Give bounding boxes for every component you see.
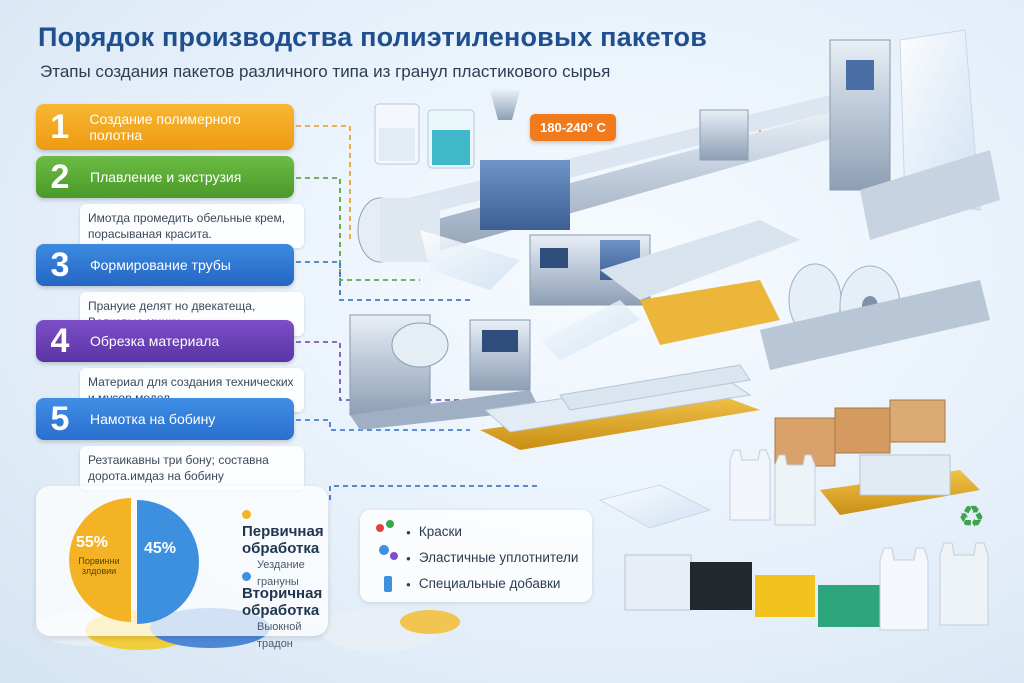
additives-icon [376, 520, 398, 592]
step-2: 2 Плавление и экструзия Имотда промедить… [36, 156, 304, 248]
legend-secondary: Вторичная обработка Выокной традон [242, 568, 328, 653]
processing-pie-chart [69, 498, 199, 624]
pie-slice-secondary [137, 500, 199, 624]
legend-primary: Первичная обработка Уездание грануны [242, 506, 328, 591]
step-1-header: 1 Создание полимерного полотна [36, 104, 294, 150]
additives-card: Краски Эластичные уплотнители Специальны… [360, 510, 592, 602]
additive-item-elastic: Эластичные уплотнители [406, 550, 579, 565]
step-2-header: 2 Плавление и экструзия [36, 156, 294, 198]
legend-primary-sub: Уездание грануны [257, 559, 305, 588]
step-5-label: Намотка на бобину [90, 411, 216, 427]
step-2-description: Имотда промедить обельные крем, порасыва… [80, 204, 304, 248]
step-5-number: 5 [50, 399, 70, 438]
legend-primary-label: Первичная обработка [242, 523, 324, 557]
page-subtitle: Этапы создания пакетов различного типа и… [40, 62, 611, 81]
page-title: Порядок производства полиэтиленовых паке… [38, 22, 708, 52]
step-5: 5 Намотка на бобину Резтаикавны три бону… [36, 398, 304, 490]
step-3-number: 3 [50, 245, 70, 284]
step-1-number: 1 [50, 107, 70, 146]
legend-secondary-dot [242, 572, 251, 581]
step-4-number: 4 [50, 321, 70, 360]
step-4-label: Обрезка материала [90, 333, 220, 349]
pie-right-value: 45% [144, 540, 177, 557]
legend-secondary-label: Вторичная обработка [242, 585, 323, 619]
legend-primary-dot [242, 510, 251, 519]
additive-item-special: Специальные добавки [406, 576, 561, 591]
step-5-header: 5 Намотка на бобину [36, 398, 294, 440]
step-5-description: Резтаикавны три бону; составна дорота.им… [80, 446, 304, 490]
temperature-badge: 180-240° C [530, 114, 616, 141]
pie-slice-primary [69, 498, 131, 622]
step-3-label: Формирование трубы [90, 257, 231, 273]
step-2-number: 2 [50, 157, 70, 196]
legend-secondary-sub: Выокной традон [257, 621, 302, 650]
pie-left-value: 55% [76, 534, 109, 551]
step-2-label: Плавление и экструзия [90, 169, 242, 185]
step-3-header: 3 Формирование трубы [36, 244, 294, 286]
step-1: 1 Создание полимерного полотна [36, 104, 294, 150]
step-4-header: 4 Обрезка материала [36, 320, 294, 362]
processing-share-card: 55% Порвинни злдовии 45% Первичная обраб… [36, 486, 328, 650]
pie-left-caption: Порвинни злдовии [78, 556, 120, 576]
step-1-label: Создание полимерного полотна [89, 111, 241, 143]
additive-item-paints: Краски [406, 524, 462, 539]
recycle-icon: ♻ [958, 501, 985, 534]
